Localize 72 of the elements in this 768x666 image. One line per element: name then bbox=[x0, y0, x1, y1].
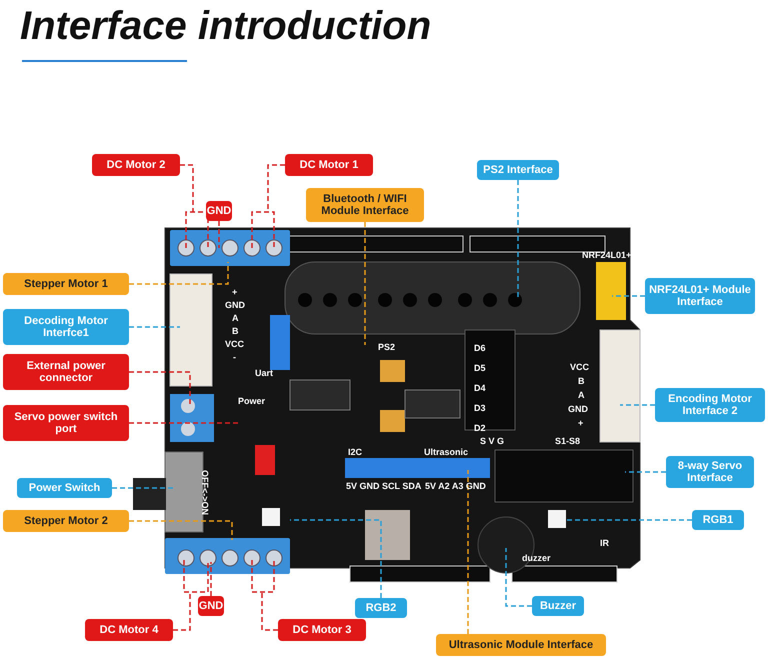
callout-label: Encoding Motor Interface 2 bbox=[655, 388, 765, 422]
callout-label: Servo power switch port bbox=[3, 405, 129, 441]
leader-line bbox=[112, 487, 175, 489]
leader-line bbox=[129, 326, 180, 328]
leader-line bbox=[620, 404, 655, 406]
silkscreen-label: 5V A2 A3 GND bbox=[425, 481, 486, 491]
silkscreen-label: D6 bbox=[474, 343, 486, 353]
silkscreen-label: S1-S8 bbox=[555, 436, 580, 446]
leader-line bbox=[251, 164, 286, 249]
callout-label: Bluetooth / WIFI Module Interface bbox=[306, 188, 424, 222]
silkscreen-label: I2C bbox=[348, 447, 362, 457]
leader-line bbox=[467, 470, 469, 634]
callout-label: GND bbox=[198, 596, 224, 616]
callout-label: GND bbox=[206, 201, 232, 221]
silkscreen-label: GND bbox=[568, 404, 588, 414]
silkscreen-label: B bbox=[578, 376, 584, 386]
leader-line bbox=[517, 180, 519, 300]
silkscreen-label: Uart bbox=[255, 368, 274, 378]
silkscreen-label: D2 bbox=[474, 423, 486, 433]
callout-label: RGB1 bbox=[692, 510, 744, 530]
callout-label: Stepper Motor 1 bbox=[3, 273, 129, 295]
callout-label: 8-way Servo Interface bbox=[666, 456, 754, 488]
silkscreen-label: + bbox=[578, 418, 584, 428]
silkscreen-label: B bbox=[232, 326, 238, 336]
leader-line bbox=[129, 371, 191, 405]
silkscreen-label: S V G bbox=[480, 436, 504, 446]
silkscreen-label: + bbox=[232, 287, 238, 297]
silkscreen-label: D3 bbox=[474, 403, 486, 413]
leader-line bbox=[625, 471, 666, 473]
silkscreen-label: GND bbox=[225, 300, 245, 310]
leader-line bbox=[218, 221, 220, 248]
callout-label: NRF24L01+ Module Interface bbox=[645, 278, 755, 314]
callout-label: PS2 Interface bbox=[477, 160, 559, 180]
silkscreen-label: A bbox=[232, 313, 238, 323]
leader-line bbox=[129, 520, 233, 540]
silkscreen-label: A bbox=[578, 390, 584, 400]
leader-line bbox=[364, 222, 366, 345]
leader-line bbox=[210, 562, 212, 596]
leader-line bbox=[567, 519, 692, 521]
silkscreen-label: Ultrasonic bbox=[424, 447, 468, 457]
silkscreen-label: D4 bbox=[474, 383, 486, 393]
callout-label: Power Switch bbox=[17, 478, 112, 498]
title: Interface introduction bbox=[20, 4, 432, 49]
silkscreen-label: VCC bbox=[225, 339, 244, 349]
callout-label: External power connector bbox=[3, 354, 129, 390]
callout-label: DC Motor 2 bbox=[92, 154, 180, 176]
silkscreen-label: 5V GND SCL SDA bbox=[346, 481, 422, 491]
silkscreen-label: D5 bbox=[474, 363, 486, 373]
callout-label: RGB2 bbox=[355, 598, 407, 618]
leader-line bbox=[290, 519, 382, 598]
silkscreen-label: duzzer bbox=[522, 553, 551, 563]
callout-label: DC Motor 3 bbox=[278, 619, 366, 641]
callout-label: Stepper Motor 2 bbox=[3, 510, 129, 532]
leader-line bbox=[251, 559, 279, 631]
leader-line bbox=[612, 295, 645, 297]
leader-line bbox=[505, 548, 532, 607]
silkscreen-label: IR bbox=[600, 538, 609, 548]
leader-line bbox=[129, 262, 229, 285]
callout-label: Decoding Motor Interfce1 bbox=[3, 309, 129, 345]
callout-label: DC Motor 1 bbox=[285, 154, 373, 176]
silkscreen-label: OFF<->ON bbox=[200, 470, 210, 516]
silkscreen-label: NRF24L01+ bbox=[582, 250, 632, 260]
leader-line bbox=[179, 164, 209, 249]
silkscreen-label: VCC bbox=[570, 362, 590, 372]
leader-line bbox=[172, 559, 209, 631]
silkscreen-label: Power bbox=[238, 396, 266, 406]
silkscreen-label: - bbox=[233, 352, 236, 362]
callout-label: DC Motor 4 bbox=[85, 619, 173, 641]
silkscreen-label: PS2 bbox=[378, 342, 396, 352]
leader-line bbox=[129, 422, 238, 424]
callout-label: Ultrasonic Module Interface bbox=[436, 634, 606, 656]
callout-label: Buzzer bbox=[532, 596, 584, 616]
